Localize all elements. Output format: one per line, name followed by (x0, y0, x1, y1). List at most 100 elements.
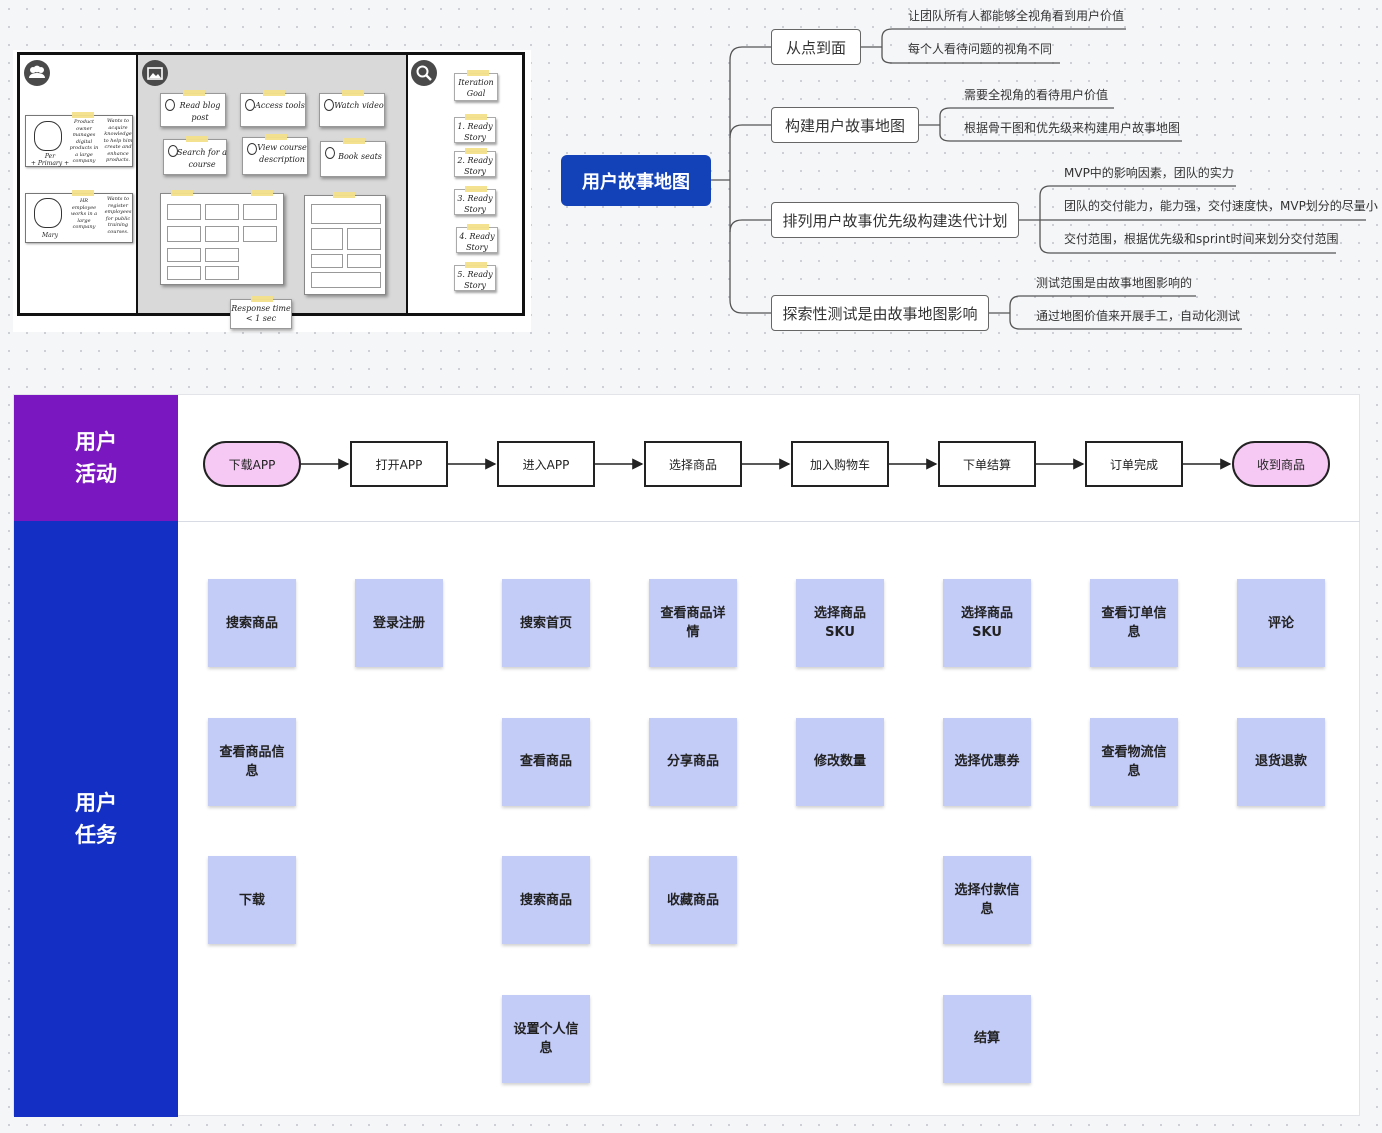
mindmap-root[interactable]: 用户故事地图 (561, 155, 711, 206)
persona-name-text: Per (44, 153, 56, 160)
ready-story-text: 3. Ready Story (457, 194, 493, 214)
task-sticky-note[interactable]: 查看订单信息 (1090, 579, 1178, 667)
tape (186, 136, 208, 142)
persona-who: Product owner manages digital products i… (69, 119, 99, 164)
tape (342, 90, 364, 96)
image-icon (142, 60, 168, 86)
mindmap-branch[interactable]: 探索性测试是由故事地图影响 (771, 295, 989, 331)
tape (467, 70, 489, 76)
task-sticky-note[interactable]: 查看物流信息 (1090, 717, 1178, 806)
activity-card: Watch video (319, 90, 385, 127)
task-sticky-note[interactable]: 分享商品 (649, 717, 737, 806)
sketch-divider (406, 55, 408, 313)
mindmap-leaf[interactable]: 交付范围，根据优先级和sprint时间来划分交付范围 (1064, 232, 1339, 246)
users-icon (24, 60, 50, 86)
activity-card-label: Access tools (255, 101, 305, 110)
activity-node[interactable]: 下载APP (203, 441, 301, 487)
tape (72, 190, 94, 196)
connector (729, 46, 771, 61)
persona-subtitle: + Primary + (30, 160, 70, 167)
lane-title: 用户活动 (75, 430, 117, 486)
mindmap-leaf[interactable]: 需要全视角的看待用户价值 (964, 88, 1109, 102)
mindmap-branch-label: 构建用户故事地图 (784, 116, 905, 135)
task-sticky-note[interactable]: 搜索首页 (502, 579, 590, 667)
activity-card: View course description (242, 134, 308, 175)
mini-face-icon (165, 99, 175, 111)
activity-node[interactable]: 收到商品 (1232, 441, 1330, 487)
tape (467, 224, 489, 230)
mindmap-leaf[interactable]: 让团队所有人都能够全视角看到用户价值 (908, 9, 1125, 23)
task-sticky-note[interactable]: 下载 (208, 856, 296, 944)
search-icon (411, 60, 437, 86)
tape (465, 114, 487, 120)
task-sticky-note[interactable]: 修改数量 (796, 717, 884, 806)
story-map-sketch-image: Per + Primary + Product owner manages di… (13, 50, 531, 332)
mindmap-branch[interactable]: 从点到面 (771, 29, 861, 65)
task-sticky-note[interactable]: 评论 (1237, 579, 1325, 667)
iteration-goal-card: Iteration Goal (454, 70, 498, 101)
ready-story-text: 2. Ready Story (457, 156, 493, 176)
persona-name: Per + Primary + (28, 153, 72, 167)
mindmap-leaf[interactable]: 测试范围是由故事地图影响的 (1036, 276, 1193, 290)
task-sticky-note[interactable]: 查看商品 (502, 717, 590, 806)
tape (265, 134, 287, 140)
activity-node[interactable]: 选择商品 (644, 441, 742, 487)
tape (171, 190, 193, 196)
activity-card-label: Read blog post (179, 101, 221, 122)
task-sticky-note[interactable]: 设置个人信息 (502, 994, 590, 1083)
activity-node[interactable]: 加入购物车 (791, 441, 889, 487)
mindmap-leaf[interactable]: 根据骨干图和优先级来构建用户故事地图 (964, 121, 1181, 135)
persona-wants: Wants to register employees for public t… (104, 196, 132, 235)
ready-story-text: 1. Ready Story (457, 122, 493, 142)
activity-card-label: Search for a course (177, 148, 227, 169)
activity-node[interactable]: 进入APP (497, 441, 595, 487)
ready-story-text: 4. Ready Story (459, 232, 495, 252)
persona-card: Mary HR employee works in a large compan… (25, 190, 133, 243)
sketch-board: Per + Primary + Product owner manages di… (17, 52, 525, 329)
activity-node[interactable]: 下单结算 (938, 441, 1036, 487)
ready-story-text: 5. Ready Story (457, 270, 493, 290)
task-sticky-note[interactable]: 选择优惠券 (943, 717, 1031, 806)
mini-face-icon (168, 145, 178, 157)
activity-card: Search for a course (163, 136, 227, 175)
tape (251, 296, 273, 302)
persona-who: HR employee works in a large company (70, 198, 98, 230)
mindmap-branch[interactable]: 构建用户故事地图 (771, 107, 919, 143)
activity-card-label: Book seats (338, 152, 382, 161)
response-time-note: Response time < 1 sec (230, 296, 292, 329)
persona-face-icon (34, 121, 62, 151)
task-sticky-note[interactable]: 选择商品SKU (943, 579, 1031, 667)
task-sticky-note[interactable]: 查看商品详情 (649, 579, 737, 667)
mindmap-leaf[interactable]: MVP中的影响因素，团队的实力 (1064, 166, 1234, 180)
sketch-divider (136, 55, 138, 313)
mini-face-icon (247, 143, 257, 155)
activity-card-label: View course description (257, 143, 307, 164)
mini-face-icon (324, 99, 334, 111)
persona-face-icon (34, 198, 62, 228)
task-sticky-note[interactable]: 退货退款 (1237, 717, 1325, 806)
mindmap-branch[interactable]: 排列用户故事优先级构建迭代计划 (771, 202, 1019, 238)
mindmap-leaf[interactable]: 每个人看待问题的视角不同 (908, 42, 1053, 56)
task-sticky-note[interactable]: 选择商品SKU (796, 579, 884, 667)
task-sticky-note[interactable]: 收藏商品 (649, 856, 737, 944)
mindmap-branch-label: 排列用户故事优先级构建迭代计划 (782, 211, 1008, 230)
task-sticky-note[interactable]: 查看商品信息 (208, 717, 296, 806)
activity-node[interactable]: 打开APP (350, 441, 448, 487)
mindmap-leaf[interactable]: 通过地图价值来开展手工，自动化测试 (1036, 309, 1241, 323)
tape (72, 112, 94, 118)
mindmap-branch-label: 从点到面 (785, 38, 846, 57)
task-sticky-note[interactable]: 选择付款信息 (943, 856, 1031, 944)
ready-story-card: 5. Ready Story (454, 262, 496, 291)
activity-node[interactable]: 订单完成 (1085, 441, 1183, 487)
task-sticky-note[interactable]: 登录注册 (355, 579, 443, 667)
lane-header-activities: 用户活动 (14, 395, 178, 521)
mini-face-icon (245, 99, 255, 111)
task-sticky-note[interactable]: 搜索商品 (208, 579, 296, 667)
mindmap-leaf[interactable]: 团队的交付能力，能力强，交付速度快，MVP划分的尽量小 (1064, 199, 1378, 213)
lane-divider (178, 521, 1360, 522)
task-sticky-note[interactable]: 结算 (943, 994, 1031, 1083)
task-sticky-note[interactable]: 搜索商品 (502, 856, 590, 944)
activity-card: Access tools (240, 90, 306, 127)
ready-story-card: 3. Ready Story (454, 186, 496, 215)
